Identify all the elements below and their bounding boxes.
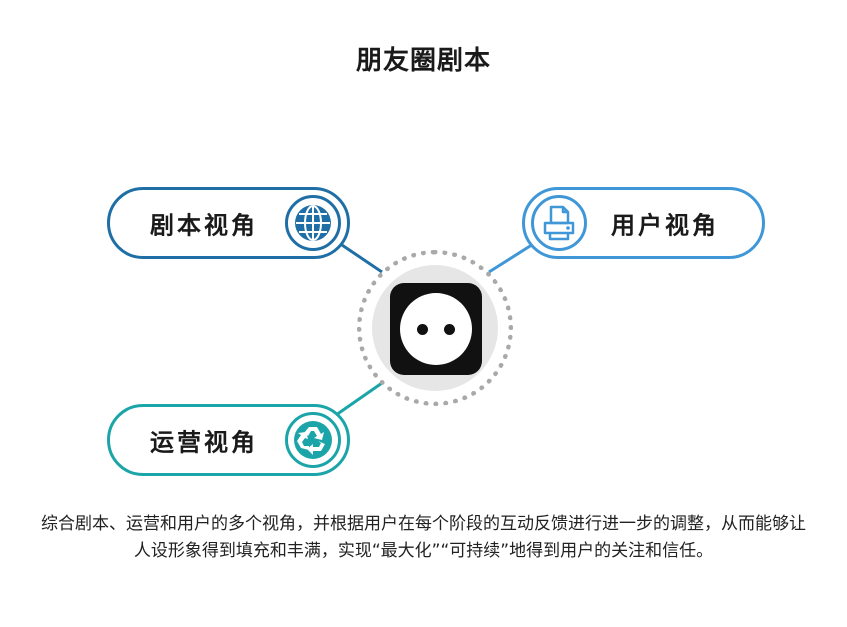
connector-script	[335, 239, 383, 274]
node-label: 运营视角	[150, 428, 258, 457]
eye-right	[444, 324, 455, 335]
page-title: 朋友圈剧本	[355, 46, 491, 76]
node-user-perspective: 用户视角	[522, 187, 765, 259]
node-label: 剧本视角	[150, 211, 258, 240]
eye-left	[417, 324, 428, 335]
description-text: 综合剧本、运营和用户的多个视角，并根据用户在每个阶段的互动反馈进行进一步的调整，…	[41, 514, 806, 561]
connector-ops	[335, 381, 383, 417]
node-label: 用户视角	[611, 211, 719, 240]
hub-ring	[357, 250, 513, 406]
recycle-icon	[285, 412, 341, 468]
node-operations-perspective: 运营视角	[107, 404, 350, 476]
printer-icon	[531, 195, 587, 251]
face-logo-icon	[390, 283, 482, 375]
globe-icon	[285, 195, 341, 251]
face-shape	[400, 293, 472, 365]
node-script-perspective: 剧本视角	[107, 187, 350, 259]
